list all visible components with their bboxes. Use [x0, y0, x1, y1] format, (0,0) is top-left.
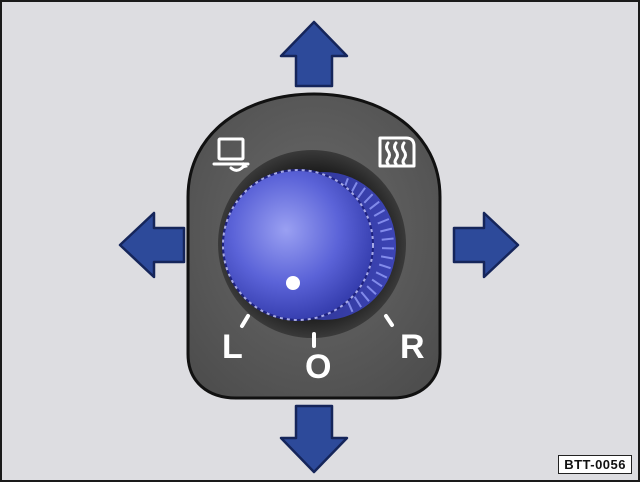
label-right: R	[400, 328, 425, 366]
knurl-ridge	[380, 227, 393, 233]
knurl-ridge	[380, 255, 394, 260]
arrow-left-icon	[118, 211, 186, 279]
knurl-ridge	[363, 193, 374, 204]
knurl-ridge	[350, 181, 358, 194]
knurl-ridge	[375, 271, 388, 279]
knurl-ridge	[346, 300, 354, 313]
knob-position-dot	[286, 276, 300, 290]
tick-right	[384, 314, 394, 327]
knurl-ridge	[360, 291, 370, 302]
arrow-right-icon	[452, 211, 520, 279]
knurl-ridge	[366, 285, 377, 295]
arrow-down-icon	[279, 404, 349, 474]
knurl-ridge	[369, 200, 380, 210]
label-left: L	[222, 328, 243, 366]
arrow-up-icon	[279, 20, 349, 88]
knurl-ridge	[371, 278, 383, 288]
mirror-fold-icon	[212, 137, 250, 172]
position-ticks	[240, 314, 394, 348]
mirror-heating-icon	[378, 136, 416, 168]
label-off: O	[305, 348, 331, 386]
knurl-ridge	[381, 237, 394, 241]
knurl-ridge	[373, 209, 386, 217]
knurl-ridge	[377, 218, 390, 225]
tick-left	[240, 314, 250, 328]
knurl-ridge	[378, 263, 391, 270]
figure-code: BTT-0056	[558, 455, 632, 474]
adjustment-knob[interactable]	[222, 169, 374, 321]
knurl-ridge	[357, 187, 366, 199]
knurl-ridge	[353, 296, 362, 308]
